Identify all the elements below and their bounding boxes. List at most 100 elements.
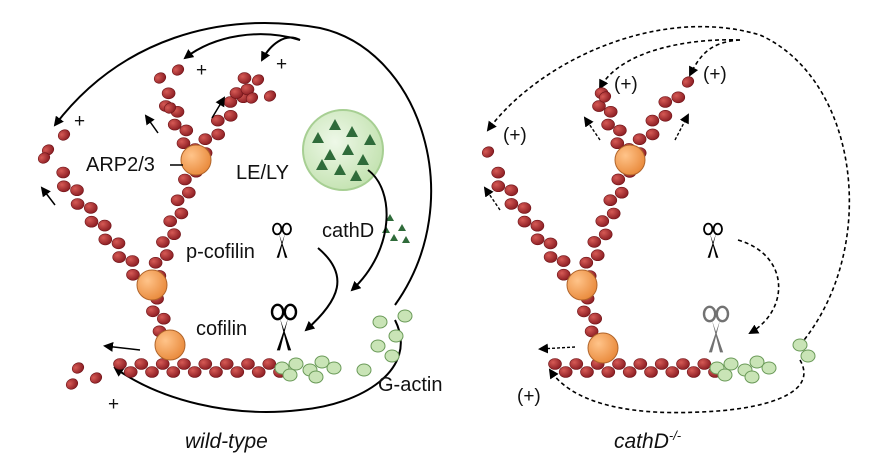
actin-bead <box>603 194 618 206</box>
actin-bead <box>622 366 637 378</box>
plus-sign: + <box>276 54 287 75</box>
actin-bead <box>182 186 196 199</box>
recycle-arrow-outer-dashed <box>486 25 851 346</box>
actin-bead <box>70 184 84 196</box>
actin-bead <box>601 118 615 131</box>
actin-bead <box>241 358 255 370</box>
g-actin-monomers <box>709 338 816 384</box>
triangle-icon <box>334 164 346 175</box>
actin-bead <box>187 366 202 378</box>
actin-bead <box>97 219 112 232</box>
growth-arrow <box>103 341 141 352</box>
arp23-complex <box>180 144 212 176</box>
actin-monomer-free <box>153 72 167 84</box>
actin-bead <box>645 128 660 141</box>
g-actin-monomer <box>761 361 777 375</box>
actin-bead <box>654 358 669 370</box>
lely-vesicle <box>302 109 384 191</box>
actin-bead <box>644 366 658 378</box>
actin-bead <box>178 173 192 186</box>
actin-bead <box>556 268 571 281</box>
actin-bead <box>601 366 616 378</box>
triangle-icon <box>346 126 358 137</box>
pcofilin-label: p-cofilin <box>186 241 255 263</box>
gactin-label: G-actin <box>378 374 442 396</box>
actin-bead <box>211 128 225 141</box>
triangle-icon <box>329 119 341 130</box>
triangle-icon <box>357 154 369 165</box>
plus-sign: + <box>108 394 119 415</box>
actin-bead <box>577 305 591 318</box>
actin-bead <box>658 96 673 108</box>
actin-bead <box>262 358 277 370</box>
cathd-label: cathD <box>322 220 374 242</box>
g-actin-monomer <box>356 363 372 377</box>
triangle-icon <box>324 149 336 160</box>
actin-bead <box>676 358 690 370</box>
actin-bead <box>56 180 71 193</box>
actin-bead <box>590 249 605 261</box>
actin-bead <box>112 251 126 263</box>
g-actin-monomer <box>282 368 298 382</box>
actin-bead <box>579 256 594 269</box>
g-actin-monomer <box>308 370 324 384</box>
g-actin-monomer <box>800 349 816 363</box>
triangle-icon <box>390 234 398 241</box>
growth-arrow <box>40 186 56 206</box>
plus-sign: (+) <box>503 125 527 146</box>
actin-bead <box>543 251 558 263</box>
growth-arrow-dashed <box>674 113 689 141</box>
actin-bead <box>160 249 174 261</box>
g-actin-monomer <box>717 368 733 382</box>
actin-bead <box>603 106 618 118</box>
actin-bead <box>633 358 648 370</box>
actin-bead <box>491 166 506 179</box>
actin-bead <box>610 137 625 149</box>
actin-bead <box>134 358 149 370</box>
g-actin-monomers <box>274 309 413 384</box>
actin-bead <box>98 233 113 246</box>
actin-bead <box>556 255 571 267</box>
cathd-ko-panel: (+) (+) (+) (+) cathD-/- <box>481 25 851 453</box>
actin-bead <box>167 228 181 240</box>
actin-bead <box>230 366 245 378</box>
g-actin-monomer <box>723 357 739 371</box>
recycle-arrow-mid <box>183 33 301 60</box>
actin-bead <box>56 166 71 179</box>
recycle-arrow-inner <box>261 36 301 62</box>
actin-bead <box>111 237 126 250</box>
triangle-icon <box>386 214 394 221</box>
actin-bead <box>612 358 626 370</box>
actin-bead <box>156 236 170 248</box>
actin-bead <box>665 366 680 378</box>
growth-arrow <box>211 96 226 119</box>
actin-bead <box>517 202 532 214</box>
actin-bead <box>592 100 606 112</box>
actin-monomer-free <box>681 76 695 88</box>
actin-bead <box>70 198 85 210</box>
actin-bead <box>148 256 163 269</box>
actin-monomer-free <box>263 90 277 102</box>
recycle-arrow-bottom <box>113 319 402 413</box>
arp23-complex <box>154 329 186 361</box>
actin-monomer-free <box>71 362 85 374</box>
actin-bead <box>588 312 603 325</box>
actin-bead <box>251 366 266 378</box>
wild-type-panel: + + + + ARP2/3 LE/LY p-cofilin cathD cof… <box>37 22 442 453</box>
actin-bead <box>613 124 627 137</box>
triangle-icon <box>312 132 324 143</box>
g-actin-monomer <box>744 370 760 384</box>
scissors-icon <box>702 222 724 260</box>
actin-bead <box>223 110 238 122</box>
arp23-complex <box>136 269 168 301</box>
arp23-complex <box>614 144 646 176</box>
triangle-icon <box>350 170 362 181</box>
arp23-complex <box>587 332 619 364</box>
lely-label: LE/LY <box>236 162 289 184</box>
actin-monomer-free <box>163 102 177 114</box>
actin-bead <box>598 228 613 241</box>
actin-bead <box>209 366 223 378</box>
g-actin-monomer <box>370 339 386 353</box>
panel-caption-wildtype: wild-type <box>185 430 268 453</box>
